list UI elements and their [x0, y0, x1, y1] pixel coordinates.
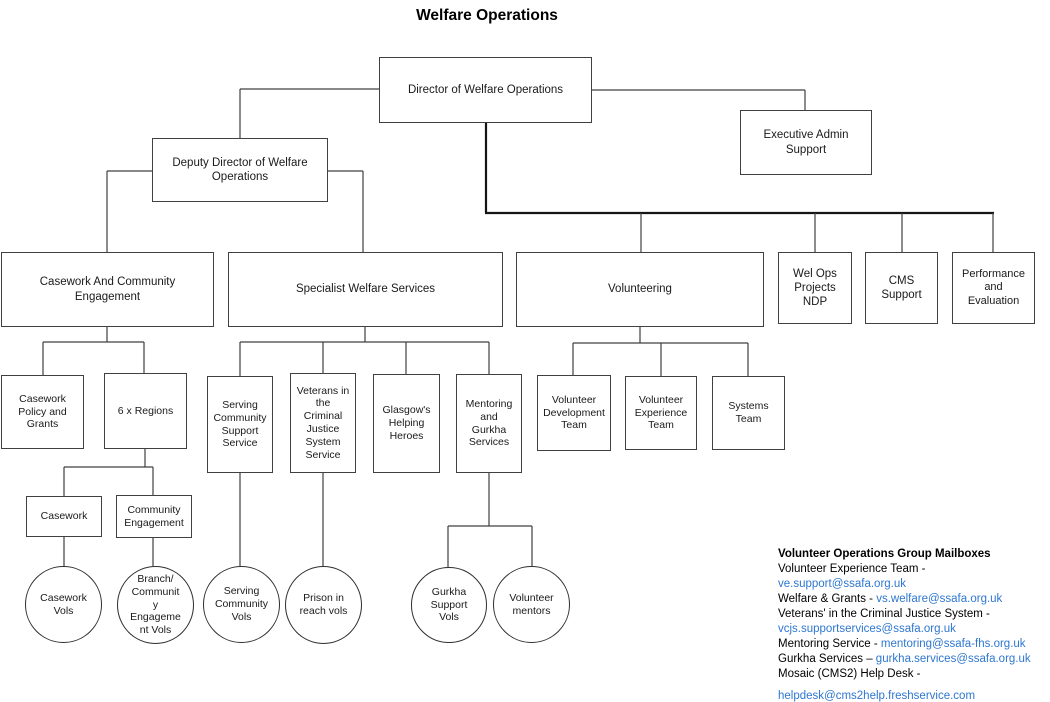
org-node-volunteering: Volunteering	[516, 252, 764, 327]
org-node-veterans-cjs-service: Veterans in the Criminal Justice System …	[290, 373, 356, 473]
org-node-performance-and-evaluation: Performance and Evaluation	[952, 252, 1035, 324]
org-node-executive-admin: Executive Admin Support	[740, 110, 872, 175]
mailbox-line: Welfare & Grants - vs.welfare@ssafa.org.…	[778, 592, 1044, 607]
org-node-serving-community-support-service: Serving Community Support Service	[207, 376, 273, 473]
org-node-prison-in-reach-vols: Prison in reach vols	[285, 566, 362, 644]
mailbox-label: Welfare & Grants -	[778, 593, 877, 605]
org-node-gurkha-support-vols: Gurkha Support Vols	[411, 567, 487, 643]
email-link[interactable]: vcjs.supportservices@ssafa.org.uk	[778, 623, 956, 635]
email-link[interactable]: vs.welfare@ssafa.org.uk	[876, 593, 1003, 605]
org-node-cms-support: CMS Support	[865, 252, 938, 324]
mailbox-label: Mentoring Service -	[778, 638, 881, 650]
org-node-specialist-welfare-services: Specialist Welfare Services	[228, 252, 503, 327]
org-node-glasgows-helping-heroes: Glasgow's Helping Heroes	[373, 374, 440, 473]
mailbox-line: Mosaic (CMS2) Help Desk -	[778, 667, 1044, 682]
mailbox-line: helpdesk@cms2help.freshservice.com	[778, 689, 1044, 702]
org-node-volunteer-development-team: Volunteer Development Team	[537, 375, 611, 451]
email-link[interactable]: gurkha.services@ssafa.org.uk	[875, 653, 1031, 665]
email-link[interactable]: mentoring@ssafa-fhs.org.uk	[880, 638, 1026, 650]
org-node-casework-policy-and-grants: Casework Policy and Grants	[1, 375, 84, 449]
org-node-casework-and-community-engagement: Casework And Community Engagement	[1, 252, 214, 327]
mailboxes-panel: Volunteer Operations Group Mailboxes Vol…	[778, 547, 1044, 702]
org-node-wel-ops-projects-ndp: Wel Ops Projects NDP	[778, 252, 852, 324]
org-node-deputy-director: Deputy Director of Welfare Operations	[152, 138, 328, 202]
mailbox-label: Mosaic (CMS2) Help Desk -	[778, 668, 921, 680]
org-node-volunteer-mentors: Volunteer mentors	[493, 566, 570, 643]
email-link[interactable]: ve.support@ssafa.org.uk	[778, 578, 907, 590]
mailbox-line: Volunteer Experience Team -	[778, 562, 1044, 577]
mailbox-line: Gurkha Services – gurkha.services@ssafa.…	[778, 652, 1044, 667]
org-node-community-engagement: Community Engagement	[116, 495, 192, 538]
email-link[interactable]: helpdesk@cms2help.freshservice.com	[778, 690, 976, 702]
org-node-six-regions: 6 x Regions	[104, 373, 187, 449]
org-node-mentoring-and-gurkha-services: Mentoring and Gurkha Services	[456, 374, 522, 473]
mailbox-line: ve.support@ssafa.org.uk	[778, 577, 1044, 592]
mailbox-label: Veterans' in the Criminal Justice System…	[778, 608, 990, 620]
mailboxes-heading: Volunteer Operations Group Mailboxes	[778, 548, 991, 560]
mailbox-label: Volunteer Experience Team -	[778, 563, 926, 575]
org-node-volunteer-experience-team: Volunteer Experience Team	[625, 376, 697, 450]
mailbox-line: Veterans' in the Criminal Justice System…	[778, 607, 1044, 622]
org-node-director: Director of Welfare Operations	[379, 57, 592, 123]
org-node-serving-community-vols: Serving Community Vols	[203, 566, 280, 643]
page-title: Welfare Operations	[416, 7, 558, 24]
org-node-casework: Casework	[26, 496, 102, 537]
mailbox-line: Mentoring Service - mentoring@ssafa-fhs.…	[778, 637, 1044, 652]
org-node-branch-community-engagement-vols: Branch/ Community Engagement Vols	[117, 566, 194, 644]
org-node-casework-vols: Casework Vols	[25, 566, 102, 643]
mailbox-label: Gurkha Services –	[778, 653, 876, 665]
org-node-systems-team: Systems Team	[712, 376, 785, 450]
mailbox-line: vcjs.supportservices@ssafa.org.uk	[778, 622, 1044, 637]
